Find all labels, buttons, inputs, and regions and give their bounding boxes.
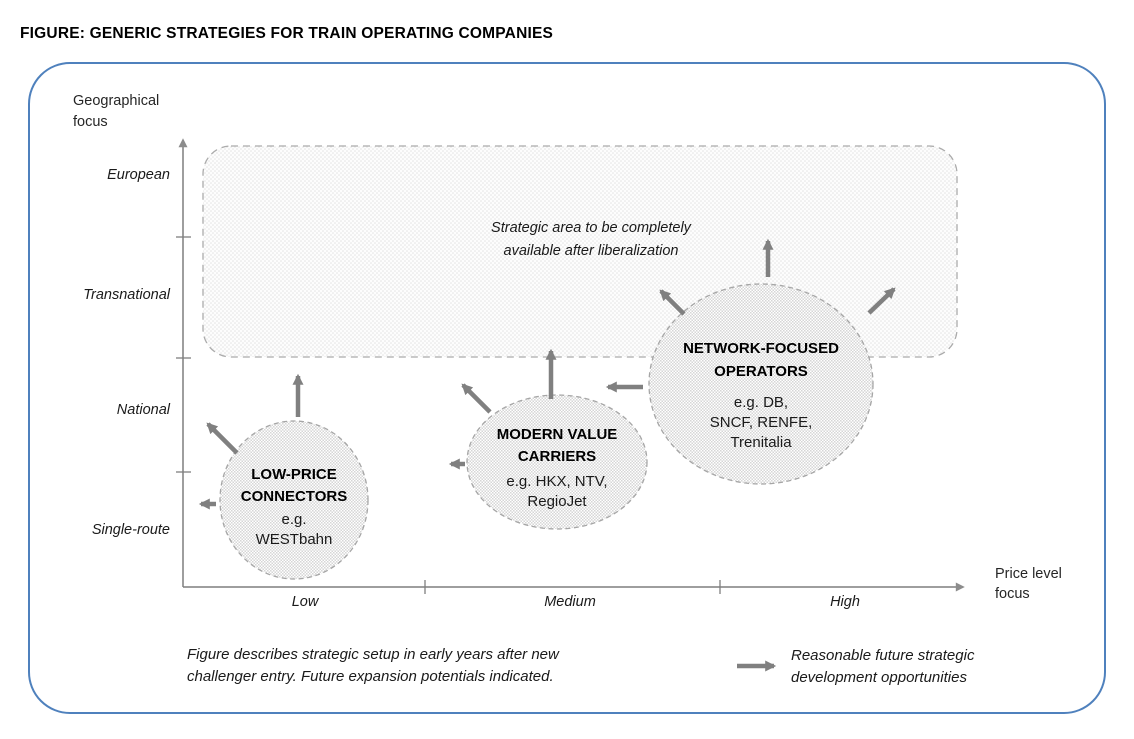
strategy-name-network-focused-operators: NETWORK-FOCUSED OPERATORS <box>683 340 839 380</box>
y-tick-label-european: European <box>107 167 170 183</box>
y-tick-label-transnational: Transnational <box>83 287 170 303</box>
figure-frame <box>28 62 1106 714</box>
ellipse-low-price-connectors <box>219 420 369 580</box>
strategy-examples-network-focused-operators: e.g. DB, SNCF, RENFE, Trenitalia <box>709 394 813 451</box>
figure-title: FIGURE: GENERIC STRATEGIES FOR TRAIN OPE… <box>20 25 554 42</box>
low-price-arrow-up-left-icon <box>206 422 239 455</box>
network-arrow-up-left-icon <box>659 289 686 316</box>
x-tick-label-low: Low <box>291 594 319 610</box>
figure-footnote: Figure describes strategic setup in earl… <box>187 646 559 685</box>
strategy-name-low-price-connectors: LOW-PRICE CONNECTORS <box>240 466 348 505</box>
y-tick-label-single-route: Single-route <box>91 522 170 538</box>
modern-value-arrow-up-left-icon <box>461 383 492 414</box>
strategy-examples-modern-value-carriers: e.g. HKX, NTV, RegioJet <box>506 473 608 510</box>
legend-label: Reasonable future strategic development … <box>791 647 975 686</box>
x-tick-label-medium: Medium <box>544 594 596 610</box>
x-tick-label-high: High <box>830 594 860 610</box>
y-axis-label: Geographical focus <box>73 93 160 130</box>
ellipse-network-focused-operators <box>648 283 874 485</box>
ellipse-modern-value-carriers <box>466 394 648 530</box>
y-tick-label-national: National <box>116 402 170 418</box>
strategy-name-modern-value-carriers: MODERN VALUE CARRIERS <box>496 426 618 465</box>
strategy-examples-low-price-connectors: e.g. WESTbahn <box>255 511 333 548</box>
x-axis-label: Price level focus <box>995 566 1062 602</box>
network-arrow-up-right-icon <box>867 287 896 315</box>
strategic-area-caption: Strategic area to be completely availabl… <box>491 220 691 259</box>
